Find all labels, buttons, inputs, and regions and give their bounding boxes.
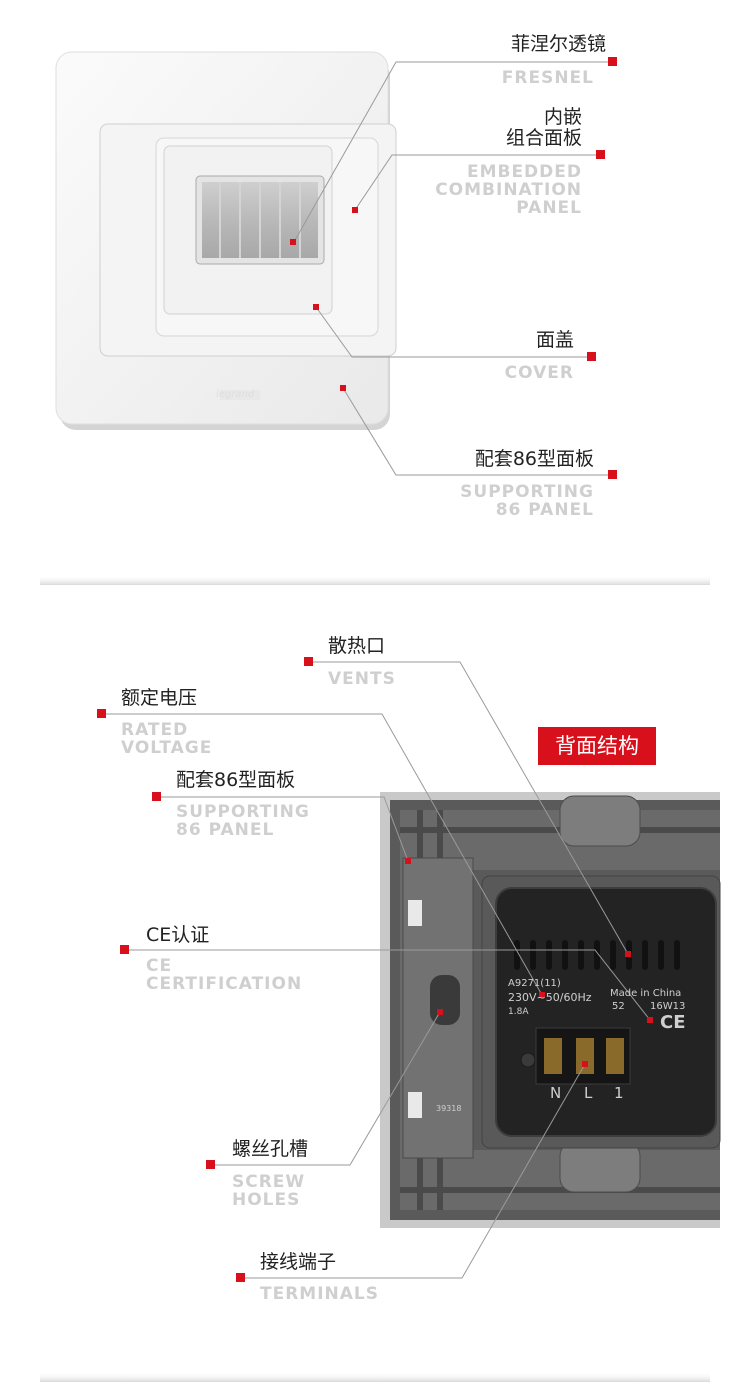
terminal-l: L — [584, 1084, 593, 1102]
callout-label-zh: 组合面板 — [505, 127, 582, 149]
voltage-rating: 230V~50/60Hz — [508, 991, 592, 1004]
callout-label-en: SCREW — [232, 1172, 306, 1192]
callout-label-en: VOLTAGE — [121, 738, 213, 758]
callout-label-en: CE — [146, 956, 173, 976]
front-leader-dots — [290, 207, 358, 391]
callout-marker — [152, 792, 161, 801]
current-rating: 1.8A — [508, 1007, 529, 1017]
front-leader-lines — [293, 61, 612, 476]
callout-label-en: SUPPORTING — [176, 802, 310, 822]
callout-label-en: VENTS — [328, 669, 396, 689]
front-switch-plate — [55, 51, 397, 430]
model-number: A9271(11) — [508, 978, 561, 989]
back-leader-lines — [102, 661, 651, 1279]
callout-marker — [236, 1273, 245, 1282]
callout-marker — [596, 150, 605, 159]
terminal-n: N — [550, 1084, 562, 1102]
callout-label-en: PANEL — [516, 198, 582, 218]
callout-label-en: 86 PANEL — [176, 820, 275, 840]
code-two: 16W13 — [650, 1001, 686, 1012]
callout-label-zh: CE认证 — [146, 924, 210, 946]
callout-marker — [206, 1160, 215, 1169]
callout-label-zh: 配套86型面板 — [176, 769, 296, 791]
ce-mark: CE — [660, 1012, 686, 1033]
callout-label-en: 86 PANEL — [495, 500, 594, 520]
callout-marker — [304, 657, 313, 666]
callout-label-zh: 散热口 — [328, 635, 386, 657]
callout-label-zh: 配套86型面板 — [474, 448, 594, 470]
back-structure-badge: 背面结构 — [538, 727, 656, 765]
callout-label-zh: 面盖 — [535, 329, 574, 351]
callout-label-zh: 螺丝孔槽 — [232, 1138, 309, 1160]
callout-marker — [608, 57, 617, 66]
terminal-1: 1 — [614, 1084, 624, 1102]
callout-label-en: TERMINALS — [260, 1284, 380, 1304]
callout-label-en: CERTIFICATION — [146, 974, 303, 994]
callout-label-zh: 内嵌 — [543, 106, 582, 128]
section-divider-bottom — [40, 1372, 710, 1382]
callout-label-zh: 额定电压 — [121, 687, 198, 709]
callout-label-zh: 接线端子 — [260, 1251, 337, 1273]
section-divider-top — [40, 575, 710, 585]
callout-label-en: COVER — [504, 363, 574, 383]
callout-label-en: FRESNEL — [501, 68, 594, 88]
callout-marker — [587, 352, 596, 361]
callout-label-en: HOLES — [232, 1190, 301, 1210]
callout-marker — [120, 945, 129, 954]
callout-marker — [97, 709, 106, 718]
callout-label-en: SUPPORTING — [460, 482, 594, 502]
code-one: 52 — [612, 1001, 625, 1012]
callout-label-zh: 菲涅尔透镜 — [510, 33, 606, 55]
brand-logo: legrand — [216, 389, 255, 400]
back-leader-dots — [405, 858, 653, 1067]
callout-label-en: EMBEDDED — [466, 162, 582, 182]
side-code: 39318 — [436, 1104, 462, 1113]
callout-label-en: RATED — [121, 720, 189, 740]
callout-marker — [608, 470, 617, 479]
origin-text: Made in China — [610, 988, 682, 999]
callout-label-en: COMBINATION — [435, 180, 582, 200]
